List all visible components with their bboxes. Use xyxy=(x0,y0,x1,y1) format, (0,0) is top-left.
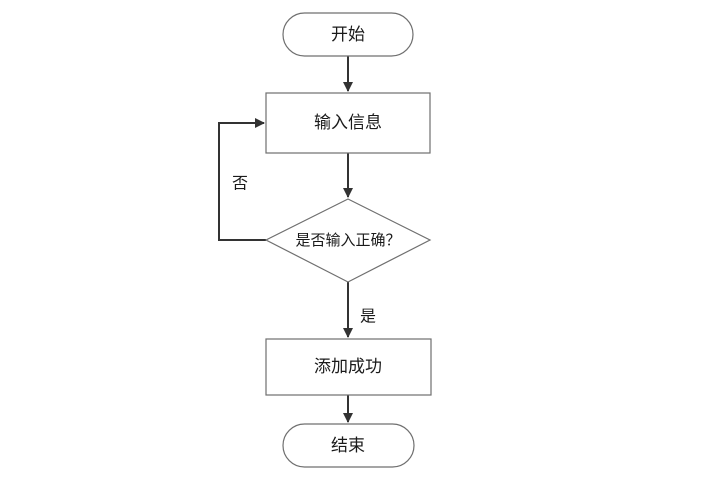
success-label: 添加成功 xyxy=(314,357,382,377)
input-process-shape xyxy=(265,92,431,154)
input-node: 输入信息 xyxy=(265,92,431,154)
no-branch-label: 否 xyxy=(232,174,248,193)
end-terminator-shape xyxy=(282,423,415,468)
input-label: 输入信息 xyxy=(314,113,382,133)
start-node: 开始 xyxy=(282,12,414,57)
decision-node: 是否输入正确？ xyxy=(264,198,432,283)
start-terminator-shape xyxy=(282,12,414,57)
arrow-decision-no-loop xyxy=(218,118,266,241)
end-node: 结束 xyxy=(282,423,415,468)
decision-label: 是否输入正确？ xyxy=(295,231,400,249)
end-label: 结束 xyxy=(331,436,365,456)
decision-diamond-shape xyxy=(264,198,432,283)
yes-branch-label: 是 xyxy=(360,307,376,326)
start-label: 开始 xyxy=(331,25,365,45)
success-node: 添加成功 xyxy=(265,338,432,396)
success-process-shape xyxy=(265,338,432,396)
